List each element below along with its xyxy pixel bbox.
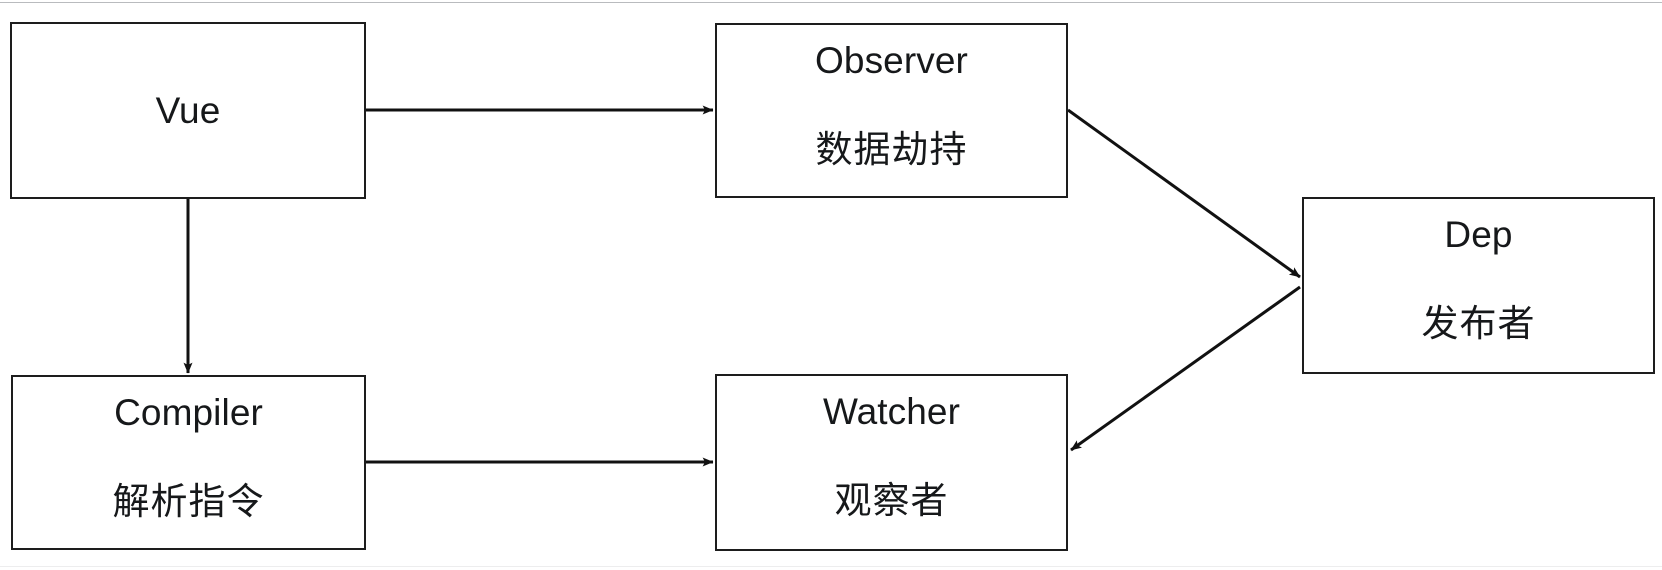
bottom-divider-rule: [0, 566, 1662, 567]
node-compiler[interactable]: Compiler 解析指令: [11, 375, 366, 550]
edge-dep-to-watcher: [1070, 285, 1301, 452]
node-watcher-title: Watcher: [822, 391, 961, 432]
top-divider-rule: [0, 2, 1662, 3]
node-vue-title: Vue: [155, 90, 221, 131]
node-observer[interactable]: Observer 数据劫持: [715, 23, 1068, 198]
node-dep[interactable]: Dep 发布者: [1302, 197, 1655, 374]
edge-observer-to-dep: [1067, 108, 1301, 279]
node-watcher-subtitle: 观察者: [834, 480, 949, 521]
node-compiler-subtitle: 解析指令: [112, 481, 265, 522]
node-observer-subtitle: 数据劫持: [815, 129, 968, 170]
node-observer-title: Observer: [815, 40, 968, 81]
node-vue[interactable]: Vue: [10, 22, 366, 199]
node-watcher[interactable]: Watcher 观察者: [715, 374, 1068, 551]
node-dep-subtitle: 发布者: [1421, 303, 1536, 344]
node-compiler-title: Compiler: [114, 392, 263, 433]
node-dep-title: Dep: [1444, 214, 1513, 255]
